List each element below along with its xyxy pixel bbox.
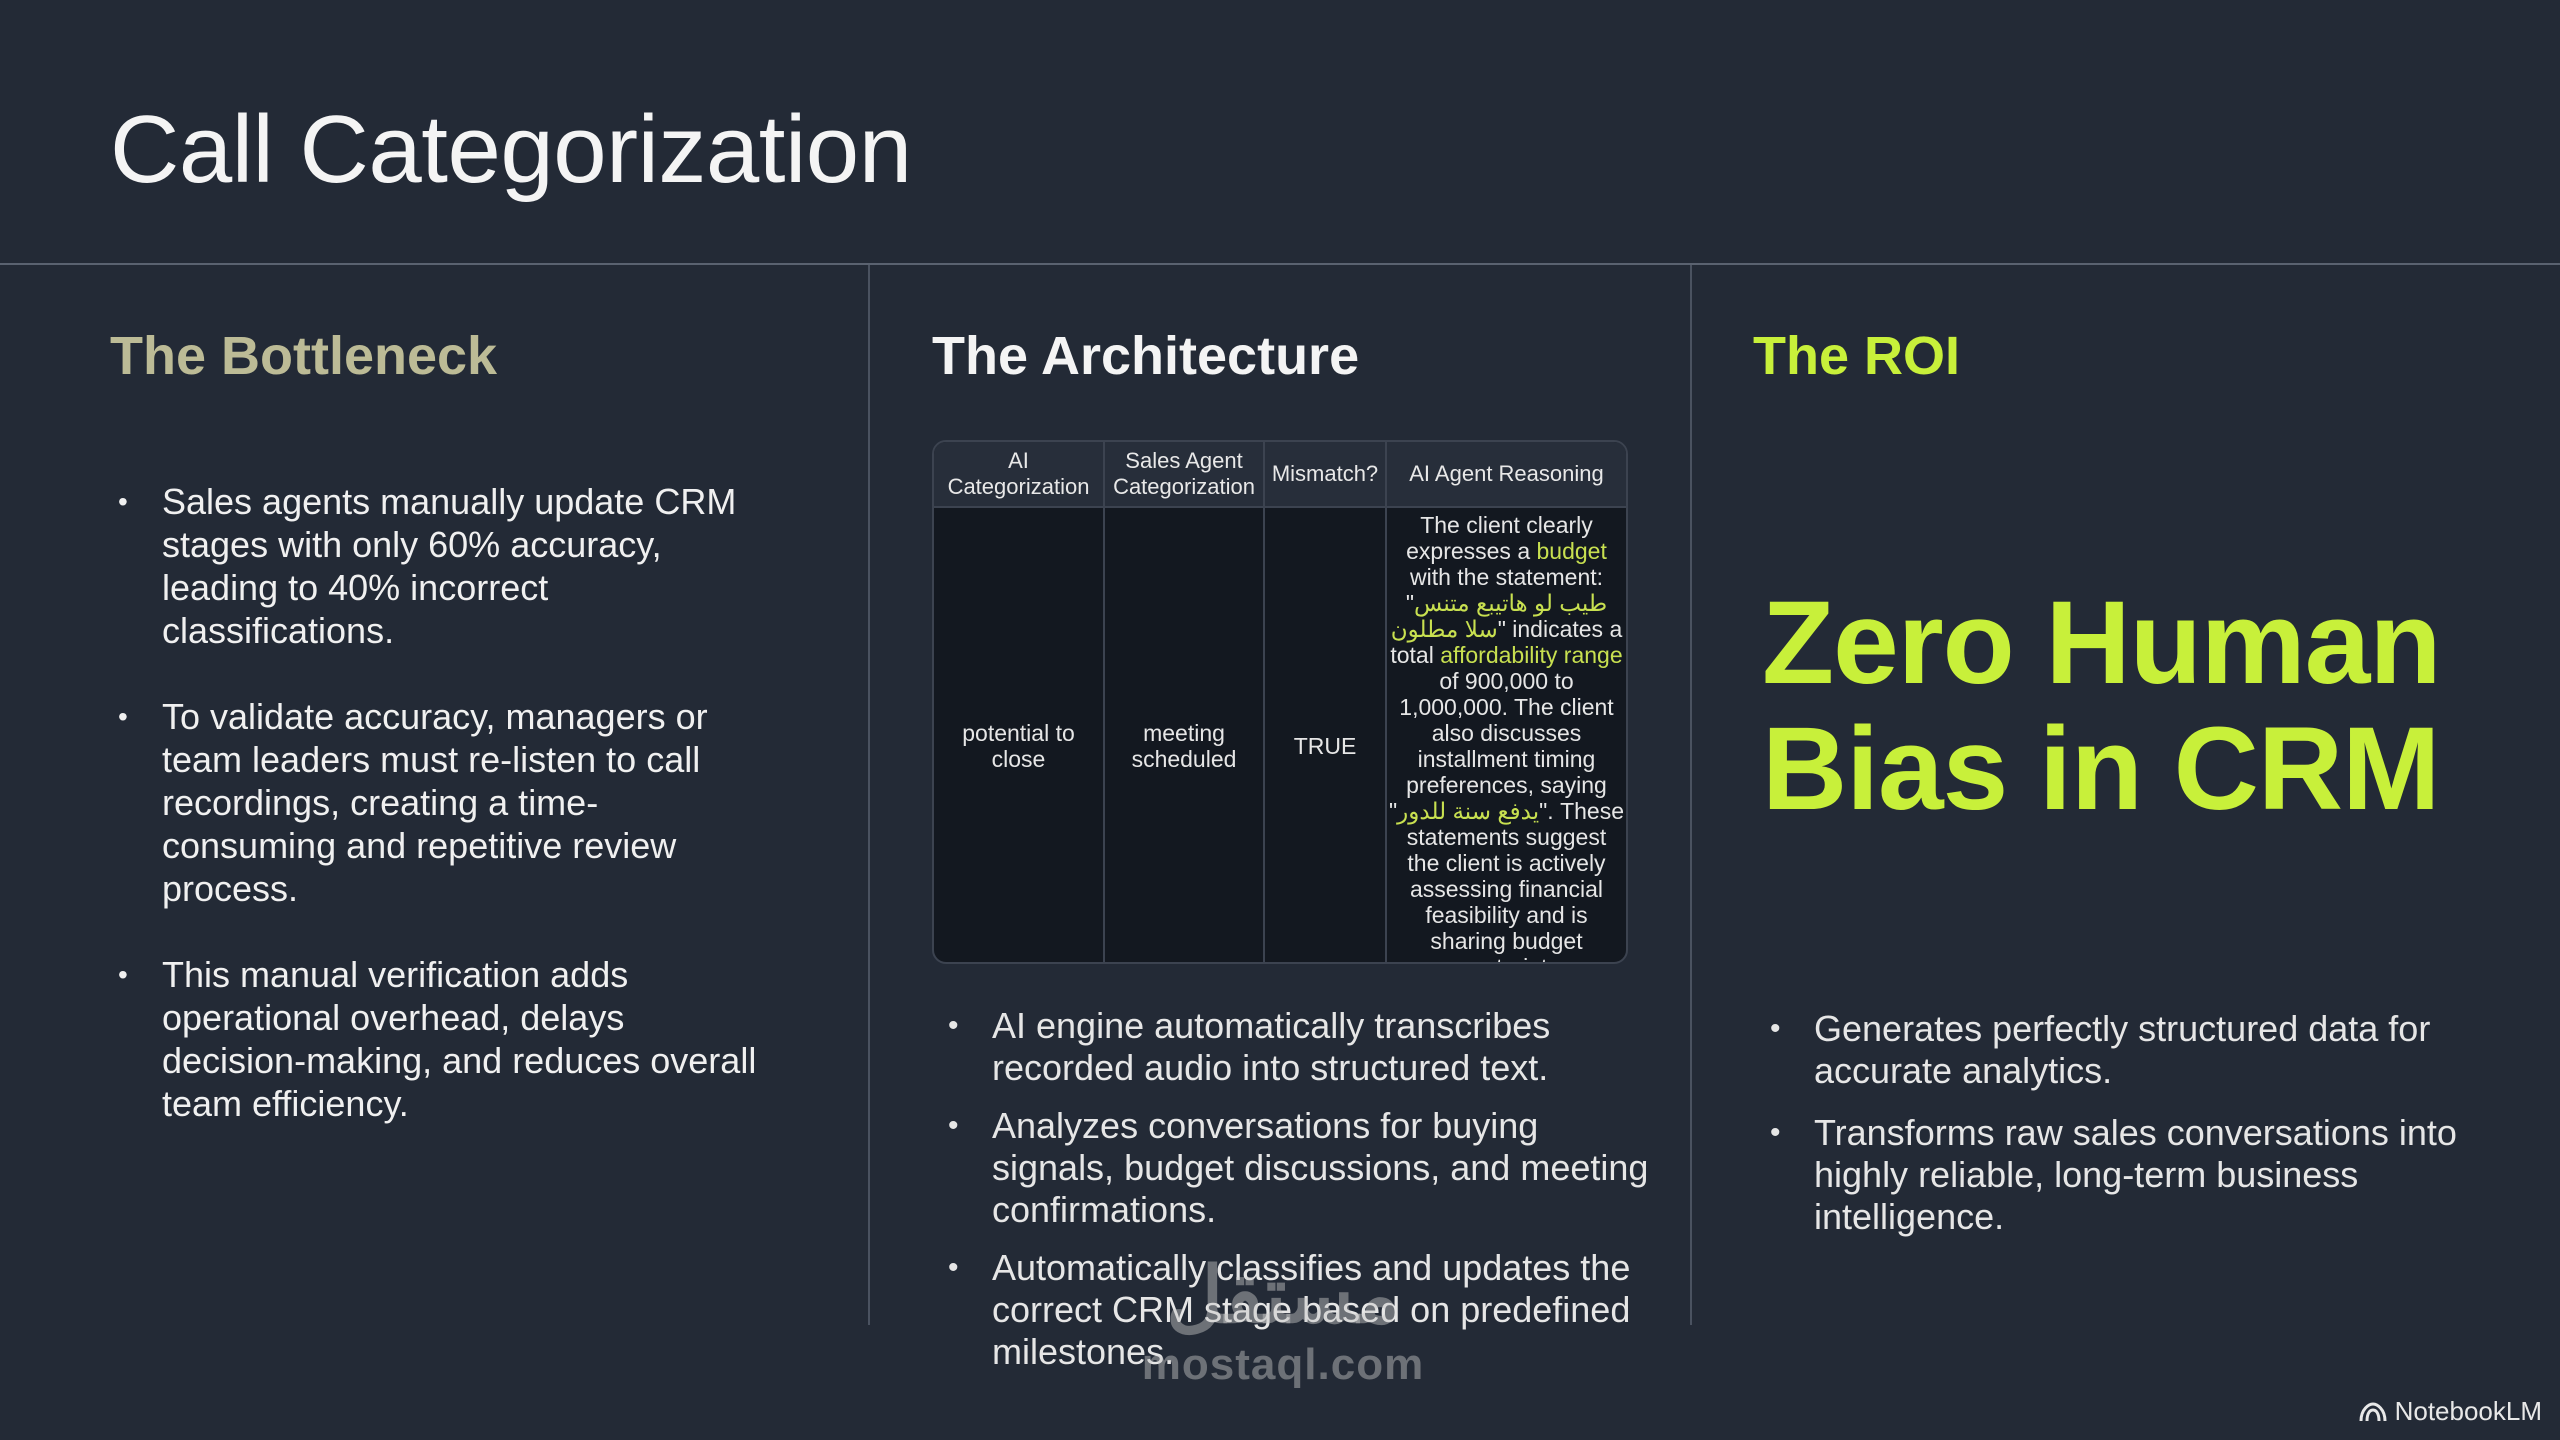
roi-bullet-list: Generates perfectly structured data for … bbox=[1762, 1008, 2462, 1258]
watermark-arabic: مستقل bbox=[1166, 1251, 1400, 1339]
notebooklm-icon bbox=[2359, 1401, 2387, 1421]
column-divider-1 bbox=[868, 265, 870, 1325]
slide-title: Call Categorization bbox=[110, 96, 912, 203]
reasoning-arabic-quote: يدفع سنة للدور bbox=[1397, 798, 1540, 824]
reasoning-text: ". These statements suggest the client i… bbox=[1406, 798, 1624, 962]
bottleneck-bullet: Sales agents manually update CRM stages … bbox=[110, 480, 770, 652]
column-divider-2 bbox=[1690, 265, 1692, 1325]
table-header-mismatch: Mismatch? bbox=[1264, 442, 1387, 508]
reasoning-text: with the statement: " bbox=[1405, 564, 1604, 616]
architecture-heading: The Architecture bbox=[932, 326, 1360, 386]
categorization-table: AI Categorization Sales Agent Categoriza… bbox=[932, 440, 1628, 964]
cell-reasoning: The client clearly expresses a budget wi… bbox=[1386, 507, 1626, 962]
reasoning-arabic-quote: طيب لو هاتيبع متنس سلا مطلون bbox=[1390, 590, 1608, 642]
cell-agent-category: meeting scheduled bbox=[1104, 507, 1265, 962]
reasoning-highlight-budget: budget bbox=[1536, 538, 1607, 564]
roi-bullet: Generates perfectly structured data for … bbox=[1762, 1008, 2462, 1092]
architecture-bullet-list: AI engine automatically transcribes reco… bbox=[940, 1005, 1670, 1389]
architecture-bullet: Analyzes conversations for buying signal… bbox=[940, 1105, 1670, 1231]
reasoning-highlight-range: affordability range bbox=[1440, 642, 1623, 668]
table-row: potential to close meeting scheduled TRU… bbox=[934, 507, 1626, 962]
roi-headline: Zero Human Bias in CRM bbox=[1762, 577, 2441, 835]
bottleneck-bullet-list: Sales agents manually update CRM stages … bbox=[110, 480, 770, 1168]
roi-bullet: Transforms raw sales conversations into … bbox=[1762, 1112, 2462, 1238]
cell-mismatch: TRUE bbox=[1264, 507, 1387, 962]
table-header-ai-categorization: AI Categorization bbox=[934, 442, 1105, 508]
reasoning-text: The client clearly expresses a bbox=[1406, 512, 1593, 564]
brand-label: NotebookLM bbox=[2394, 1396, 2542, 1426]
bottleneck-bullet: To validate accuracy, managers or team l… bbox=[110, 695, 770, 910]
table-header-agent-categorization: Sales Agent Categorization bbox=[1104, 442, 1265, 508]
reasoning-text: of 900,000 to 1,000,000. The client also… bbox=[1389, 668, 1614, 824]
bottleneck-heading: The Bottleneck bbox=[110, 326, 498, 386]
table-header-reasoning: AI Agent Reasoning bbox=[1386, 442, 1626, 508]
watermark: مستقل mostaql.com bbox=[1118, 1250, 1448, 1390]
reasoning-text: " indicates a total bbox=[1390, 616, 1623, 668]
header-divider bbox=[0, 263, 2560, 265]
architecture-bullet: Automatically classifies and updates the… bbox=[940, 1247, 1670, 1373]
cell-ai-category: potential to close bbox=[934, 507, 1105, 962]
watermark-latin: mostaql.com bbox=[1141, 1340, 1425, 1389]
roi-heading: The ROI bbox=[1753, 326, 1961, 386]
brand-badge: NotebookLM bbox=[2359, 1396, 2542, 1427]
bottleneck-bullet: This manual verification adds operationa… bbox=[110, 953, 770, 1125]
architecture-bullet: AI engine automatically transcribes reco… bbox=[940, 1005, 1670, 1089]
